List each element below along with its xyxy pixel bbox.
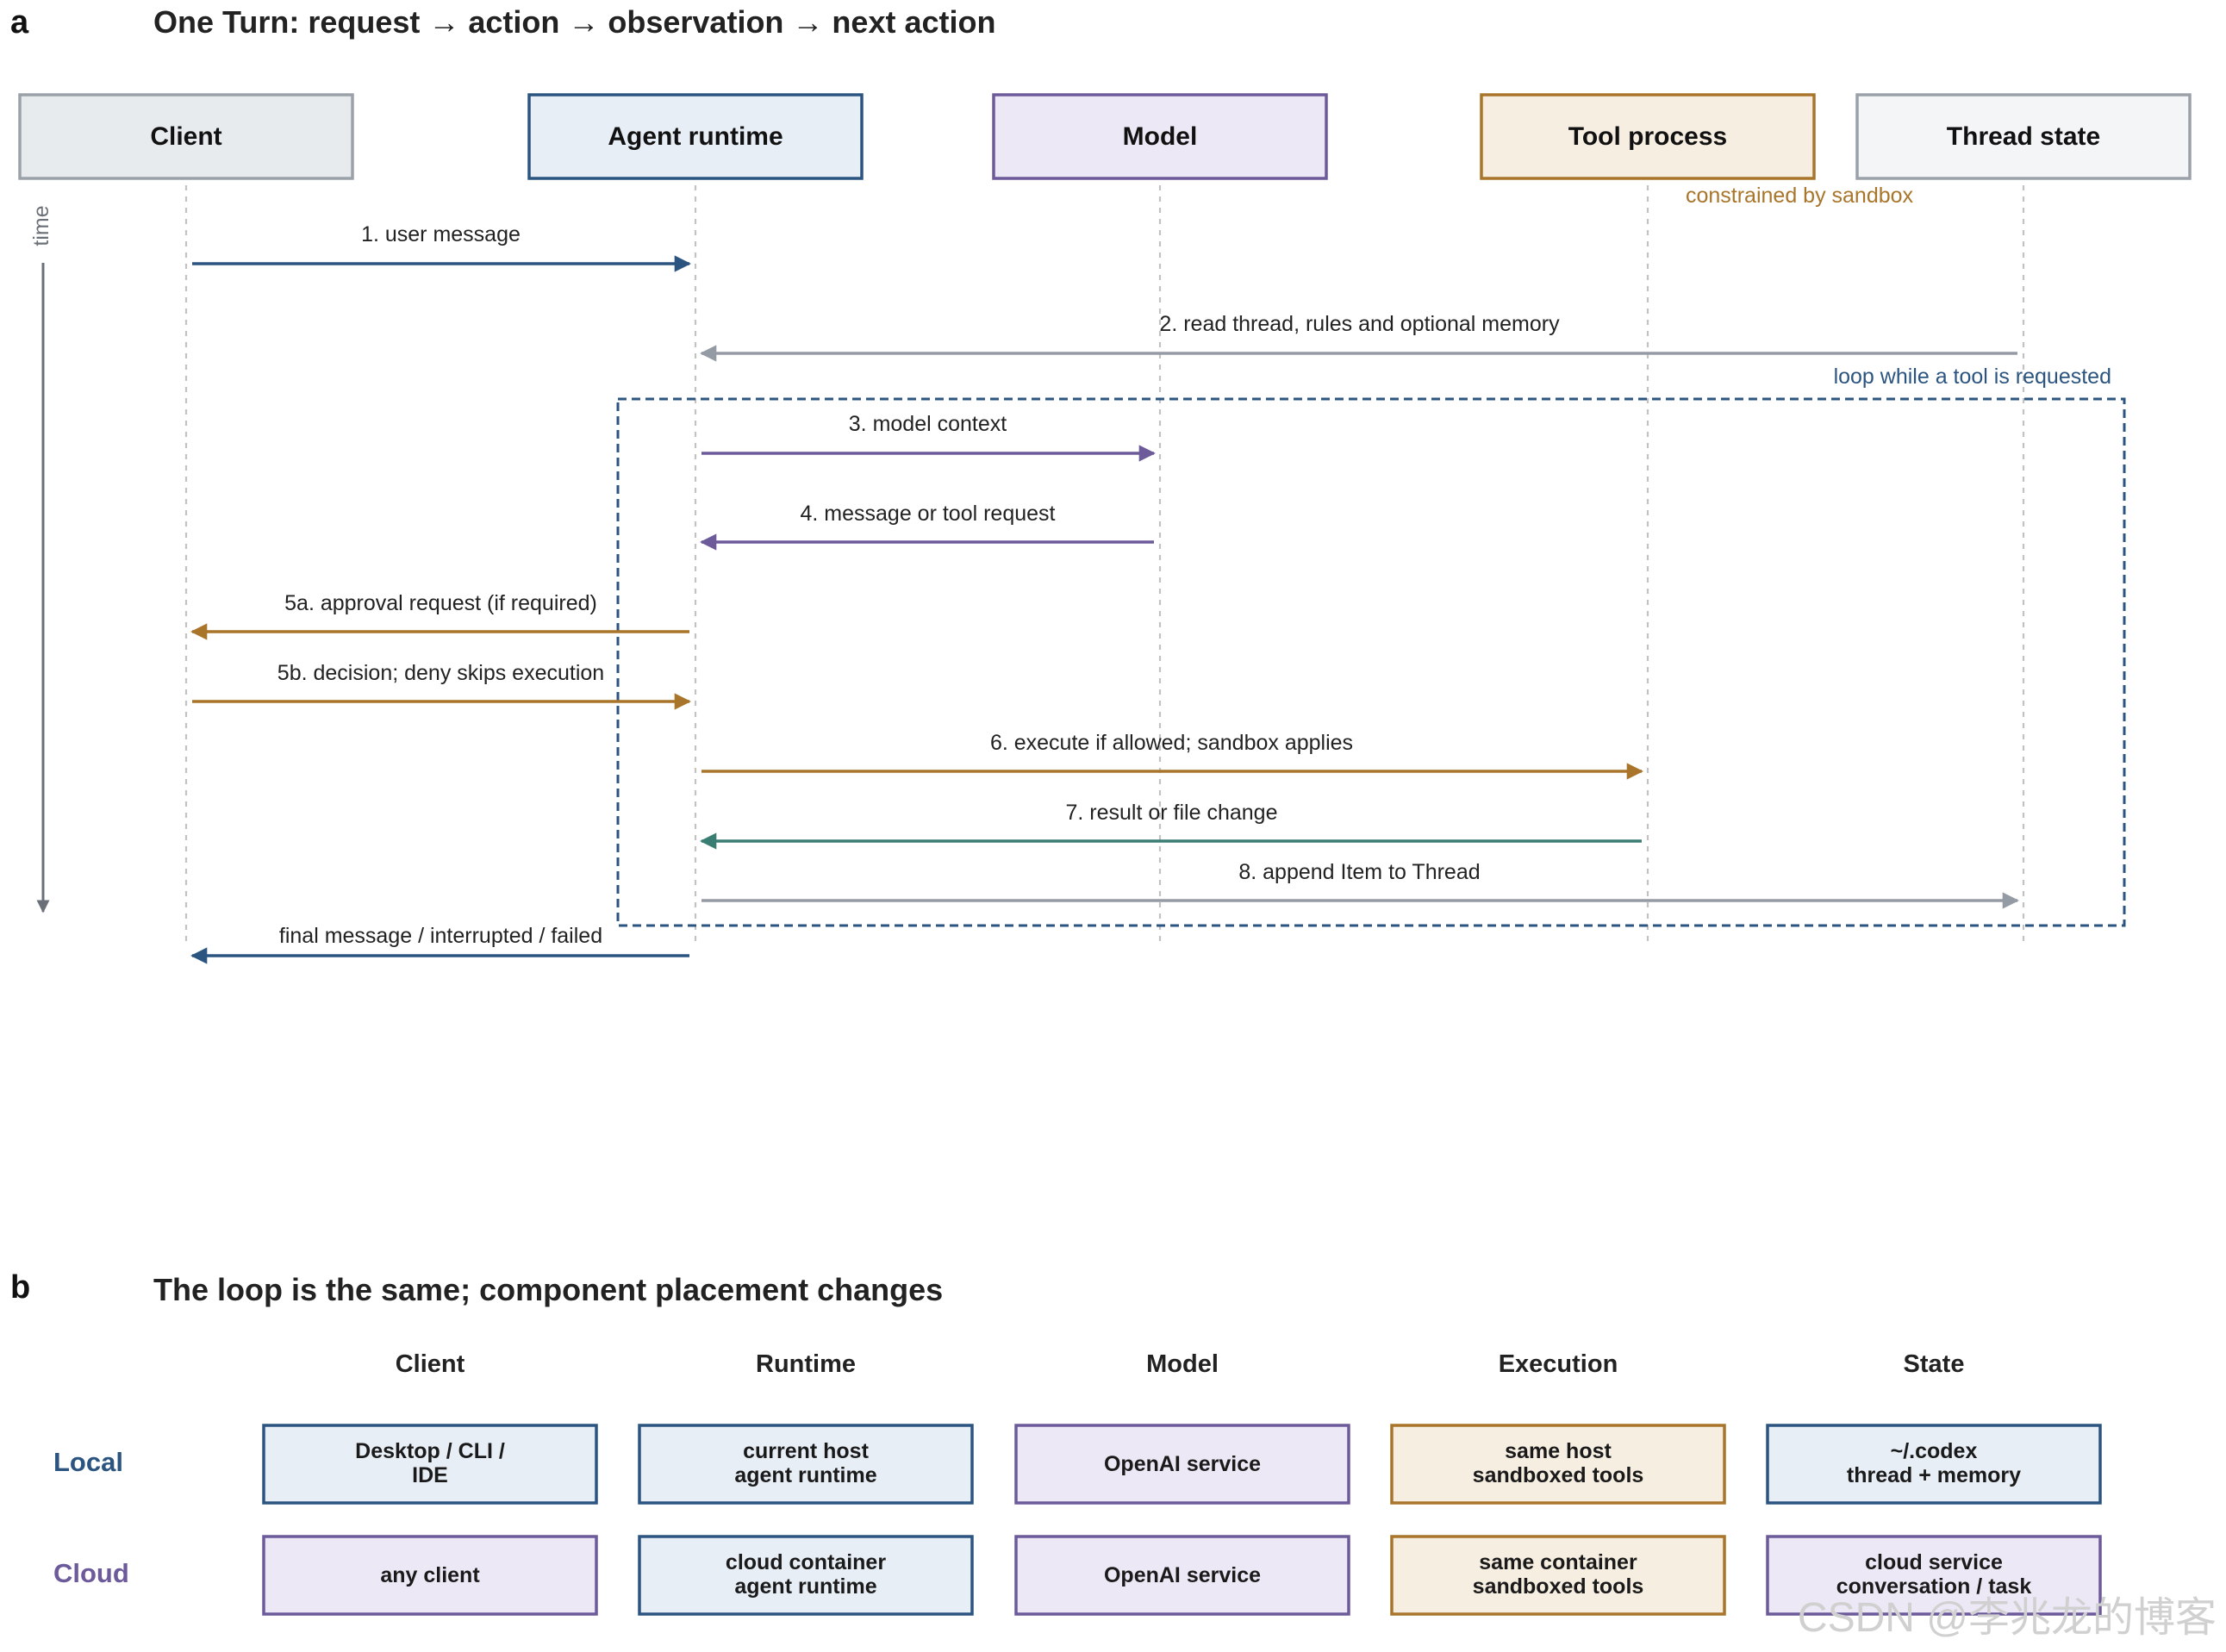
cell-local-runtime-line1: current host: [743, 1439, 870, 1463]
cell-cloud-state-line1: cloud service: [1865, 1550, 2003, 1574]
tool-loop-label: loop while a tool is requested: [1834, 365, 2111, 389]
actor-client-label: Client: [150, 122, 221, 151]
message-read-thread: 2. read thread, rules and optional memor…: [700, 312, 2017, 362]
message-append-item-label: 8. append Item to Thread: [1238, 860, 1480, 884]
csdn-watermark: CSDN @李兆龙的博客: [1798, 1595, 2217, 1641]
cell-cloud-execution-box: [1390, 1535, 1726, 1616]
cell-local-state-line2: thread + memory: [1847, 1463, 2021, 1487]
cell-local-client-line2: IDE: [412, 1463, 448, 1487]
column-header-execution: Execution: [1499, 1350, 1618, 1378]
actor-model-label: Model: [1123, 122, 1198, 151]
message-tool-request: 4. message or tool request: [700, 502, 1154, 551]
message-result: 7. result or file change: [700, 801, 1642, 850]
actor-model-box: [992, 93, 1328, 180]
cell-cloud-model-line1: OpenAI service: [1104, 1563, 1261, 1587]
cell-cloud-runtime-line1: cloud container: [726, 1550, 886, 1574]
message-append-item: 8. append Item to Thread: [701, 860, 2019, 909]
cell-cloud-execution-line1: same container: [1479, 1550, 1637, 1574]
actor-model: Model: [992, 93, 1328, 180]
column-header-state: State: [1904, 1350, 1965, 1378]
actor-client: Client: [18, 93, 354, 180]
cell-cloud-model: OpenAI service: [1014, 1535, 1350, 1616]
cell-local-state-box: [1766, 1424, 2102, 1505]
message-user-message-label: 1. user message: [361, 222, 521, 246]
cell-local-client-line1: Desktop / CLI /: [355, 1439, 505, 1463]
placement-column-headers: Client Runtime Model Execution State: [396, 1350, 1965, 1378]
cell-local-model-box: [1014, 1424, 1350, 1505]
cell-cloud-model-box: [1014, 1535, 1350, 1616]
cell-cloud-runtime: cloud container agent runtime: [638, 1535, 974, 1616]
actor-agent-runtime: Agent runtime: [527, 93, 864, 180]
cell-cloud-state-line2: conversation / task: [1836, 1574, 2032, 1599]
cell-cloud-state: cloud service conversation / task: [1766, 1535, 2102, 1616]
actor-tool-process: Tool process: [1480, 93, 1816, 180]
message-approval-request: 5a. approval request (if required): [190, 591, 689, 640]
cell-cloud-client-box: [262, 1535, 598, 1616]
cell-local-execution: same host sandboxed tools: [1390, 1424, 1726, 1505]
message-final: final message / interrupted / failed: [190, 924, 689, 964]
actor-thread-state-label: Thread state: [1947, 122, 2100, 151]
panel-a-letter: a: [10, 4, 29, 41]
placement-row-cloud: Cloud any client cloud container agent r…: [53, 1535, 2102, 1616]
cell-local-state: ~/.codex thread + memory: [1766, 1424, 2102, 1505]
actor-thread-state-box: [1855, 93, 2192, 180]
cell-local-model-line1: OpenAI service: [1104, 1452, 1261, 1476]
cell-cloud-runtime-line2: agent runtime: [734, 1574, 876, 1599]
row-label-local: Local: [53, 1447, 123, 1477]
tool-loop-frame: loop while a tool is requested: [616, 365, 2126, 927]
panel-b-title: The loop is the same; component placemen…: [153, 1272, 943, 1307]
message-approval-request-label: 5a. approval request (if required): [284, 591, 597, 615]
panel-b-letter: b: [10, 1269, 30, 1306]
panel-a: a One Turn: request → action → observati…: [10, 4, 2192, 964]
column-header-client: Client: [396, 1350, 465, 1378]
cell-local-runtime-box: [638, 1424, 974, 1505]
cell-local-execution-box: [1390, 1424, 1726, 1505]
message-execute-label: 6. execute if allowed; sandbox applies: [990, 731, 1353, 755]
column-header-runtime: Runtime: [756, 1350, 856, 1378]
message-model-context-label: 3. model context: [849, 412, 1007, 436]
cell-local-state-line1: ~/.codex: [1891, 1439, 1978, 1463]
message-read-thread-label: 2. read thread, rules and optional memor…: [1159, 312, 1560, 336]
actor-tool-process-box: [1480, 93, 1816, 180]
cell-local-client: Desktop / CLI / IDE: [262, 1424, 598, 1505]
message-user-message: 1. user message: [192, 222, 691, 272]
cell-local-model: OpenAI service: [1014, 1424, 1350, 1505]
message-execute: 6. execute if allowed; sandbox applies: [701, 731, 1643, 780]
cell-cloud-execution: same container sandboxed tools: [1390, 1535, 1726, 1616]
time-axis-label: time: [29, 205, 53, 246]
placement-row-local: Local Desktop / CLI / IDE current host a…: [53, 1424, 2102, 1505]
lifelines: [184, 185, 2025, 941]
actor-agent-runtime-box: [527, 93, 864, 180]
cell-local-runtime: current host agent runtime: [638, 1424, 974, 1505]
cell-cloud-client: any client: [262, 1535, 598, 1616]
actor-thread-state: Thread state: [1855, 93, 2192, 180]
cell-cloud-execution-line2: sandboxed tools: [1473, 1574, 1644, 1599]
message-decision-label: 5b. decision; deny skips execution: [277, 661, 604, 685]
cell-local-runtime-line2: agent runtime: [734, 1463, 876, 1487]
message-result-label: 7. result or file change: [1066, 801, 1278, 825]
cell-cloud-client-line1: any client: [380, 1563, 480, 1587]
panel-a-title: One Turn: request → action → observation…: [153, 4, 995, 40]
cell-cloud-runtime-box: [638, 1535, 974, 1616]
row-label-cloud: Cloud: [53, 1558, 129, 1588]
actor-tool-process-label: Tool process: [1568, 122, 1727, 151]
column-header-model: Model: [1146, 1350, 1219, 1378]
tool-sandbox-note: constrained by sandbox: [1686, 184, 1914, 208]
tool-loop-box: [616, 397, 2126, 927]
actor-agent-runtime-label: Agent runtime: [608, 122, 783, 151]
time-axis: time: [29, 205, 53, 913]
message-tool-request-label: 4. message or tool request: [801, 502, 1056, 526]
message-model-context: 3. model context: [701, 412, 1156, 462]
message-final-label: final message / interrupted / failed: [279, 924, 602, 948]
message-decision: 5b. decision; deny skips execution: [192, 661, 691, 710]
cell-local-client-box: [262, 1424, 598, 1505]
cell-local-execution-line2: sandboxed tools: [1473, 1463, 1644, 1487]
cell-cloud-state-box: [1766, 1535, 2102, 1616]
panel-b: b The loop is the same; component placem…: [10, 1269, 2102, 1616]
actor-client-box: [18, 93, 354, 180]
cell-local-execution-line1: same host: [1505, 1439, 1612, 1463]
